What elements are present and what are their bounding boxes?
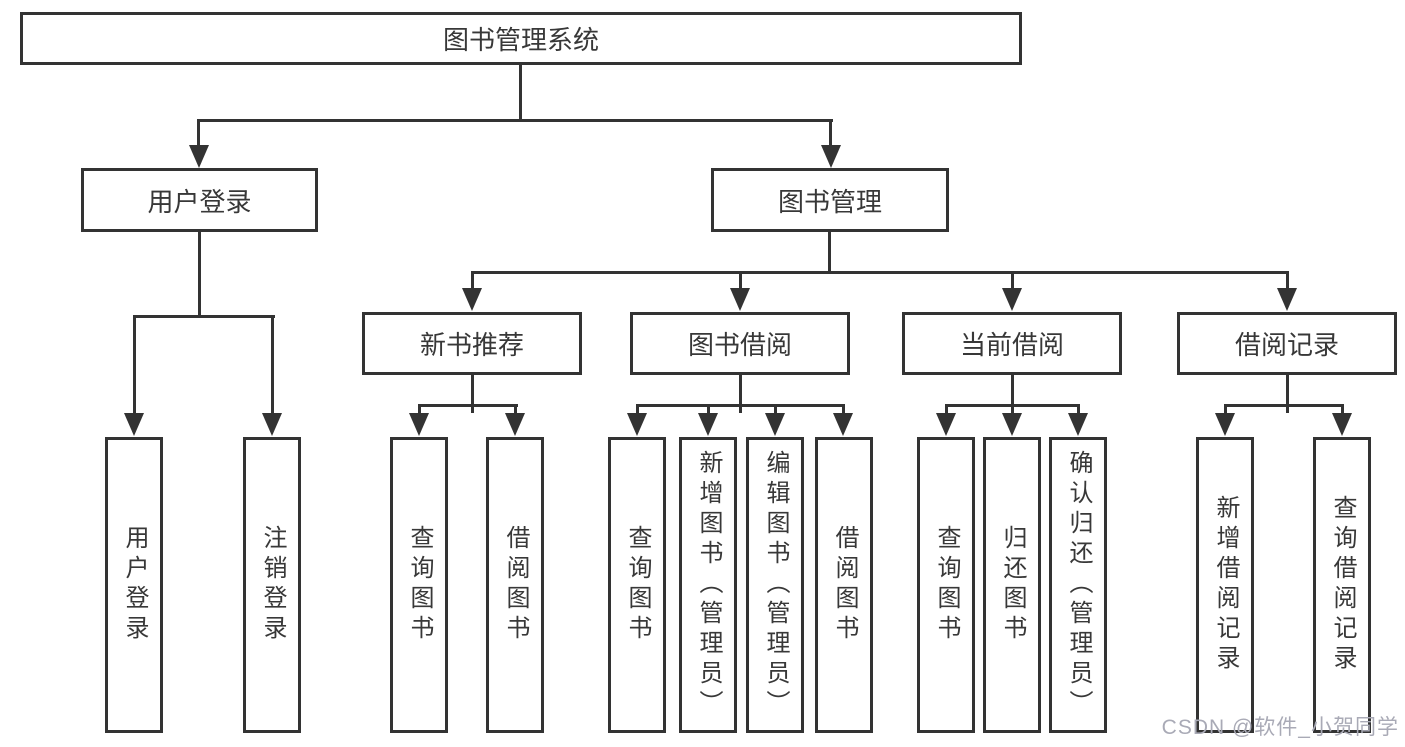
connector-drop-leaf	[1341, 404, 1344, 415]
leaf-edit-book-admin: 编辑图书（管理员）	[746, 437, 804, 733]
connector-drop-leaf	[1077, 404, 1080, 415]
connector-drop-leaf	[133, 315, 136, 415]
leaf-logout: 注销登录	[243, 437, 301, 733]
connector-drop-section	[1011, 271, 1014, 290]
arrowhead-section	[1277, 288, 1297, 311]
arrowhead-leaf	[1002, 413, 1022, 436]
connector-user-login-bar	[133, 315, 275, 318]
arrowhead-leaf	[1215, 413, 1235, 436]
connector-section-stem	[1286, 375, 1289, 413]
connector-drop-leaf	[514, 404, 517, 415]
connector-drop-leaf	[842, 404, 845, 415]
connector-root-stem	[519, 65, 522, 119]
leaf-label: 查询借阅记录	[1329, 495, 1356, 675]
arrowhead-section	[462, 288, 482, 311]
leaf-user-login: 用户登录	[105, 437, 163, 733]
leaf-label: 查询图书	[933, 525, 960, 645]
connector-drop-leaf	[945, 404, 948, 415]
leaf-label: 编辑图书（管理员）	[762, 450, 789, 720]
leaf-borrow-books-recommend: 借阅图书	[486, 437, 544, 733]
node-label: 图书借阅	[687, 330, 792, 360]
node-label: 图书管理	[777, 186, 882, 217]
arrowhead-leaf	[1068, 413, 1088, 436]
arrowhead-leaf	[936, 413, 956, 436]
node-new-book-recommendation: 新书推荐	[362, 312, 582, 375]
connector-drop-user-login	[197, 119, 200, 148]
connector-drop-book-management	[829, 119, 832, 148]
connector-drop-leaf	[418, 404, 421, 415]
arrowhead-leaf	[698, 413, 718, 436]
connector-user-login-stem	[198, 232, 201, 318]
leaf-borrow-books-borrowing: 借阅图书	[815, 437, 873, 733]
leaf-label: 借阅图书	[831, 525, 858, 645]
connector-book-management-bar	[471, 271, 1289, 274]
connector-drop-leaf	[774, 404, 777, 415]
leaf-query-borrow-record: 查询借阅记录	[1313, 437, 1371, 733]
node-current-borrowing: 当前借阅	[902, 312, 1122, 375]
leaf-label: 借阅图书	[502, 525, 529, 645]
node-book-borrowing: 图书借阅	[630, 312, 850, 375]
arrowhead-user-login	[189, 145, 209, 168]
connector-section-stem	[739, 375, 742, 413]
node-label: 用户登录	[147, 186, 252, 217]
connector-section-stem	[471, 375, 474, 413]
arrowhead-leaf	[505, 413, 525, 436]
leaf-label: 注销登录	[259, 525, 286, 645]
leaf-return-book: 归还图书	[983, 437, 1041, 733]
arrowhead-leaf	[627, 413, 647, 436]
node-label: 借阅记录	[1234, 330, 1339, 360]
node-user-login: 用户登录	[81, 168, 318, 232]
connector-drop-section	[1286, 271, 1289, 290]
arrowhead-book-management	[821, 145, 841, 168]
leaf-query-books-borrowing: 查询图书	[608, 437, 666, 733]
arrowhead-leaf	[262, 413, 282, 436]
node-label: 新书推荐	[419, 330, 524, 360]
arrowhead-leaf	[765, 413, 785, 436]
node-book-management-system: 图书管理系统	[20, 12, 1022, 65]
arrowhead-leaf	[1332, 413, 1352, 436]
leaf-label: 新增图书（管理员）	[695, 450, 722, 720]
node-label: 图书管理系统	[442, 25, 599, 55]
connector-drop-section	[471, 271, 474, 290]
leaf-label: 确认归还（管理员）	[1065, 450, 1092, 720]
connector-book-management-stem	[828, 232, 831, 273]
arrowhead-section	[1002, 288, 1022, 311]
leaf-add-book-admin: 新增图书（管理员）	[679, 437, 737, 733]
connector-drop-leaf	[1224, 404, 1227, 415]
connector-section-bar	[636, 404, 844, 407]
node-label: 当前借阅	[959, 330, 1064, 360]
node-borrowing-records: 借阅记录	[1177, 312, 1397, 375]
connector-drop-leaf	[636, 404, 639, 415]
connector-drop-leaf	[271, 315, 274, 415]
connector-section-stem	[1011, 375, 1014, 413]
arrowhead-leaf	[409, 413, 429, 436]
connector-drop-leaf	[707, 404, 710, 415]
leaf-label: 新增借阅记录	[1212, 495, 1239, 675]
arrowhead-leaf	[124, 413, 144, 436]
connector-root-bar	[197, 119, 833, 122]
arrowhead-section	[730, 288, 750, 311]
node-book-management: 图书管理	[711, 168, 949, 232]
csdn-watermark: CSDN @软件_小贺同学	[1161, 716, 1399, 739]
leaf-label: 归还图书	[999, 525, 1026, 645]
leaf-label: 查询图书	[624, 525, 651, 645]
connector-drop-leaf	[1011, 404, 1014, 415]
leaf-label: 用户登录	[121, 525, 148, 645]
leaf-add-borrow-record: 新增借阅记录	[1196, 437, 1254, 733]
leaf-query-books-current: 查询图书	[917, 437, 975, 733]
leaf-label: 查询图书	[406, 525, 433, 645]
connector-section-bar	[418, 404, 518, 407]
leaf-confirm-return-admin: 确认归还（管理员）	[1049, 437, 1107, 733]
connector-section-bar	[1224, 404, 1344, 407]
arrowhead-leaf	[833, 413, 853, 436]
leaf-query-books-recommend: 查询图书	[390, 437, 448, 733]
connector-drop-section	[739, 271, 742, 290]
